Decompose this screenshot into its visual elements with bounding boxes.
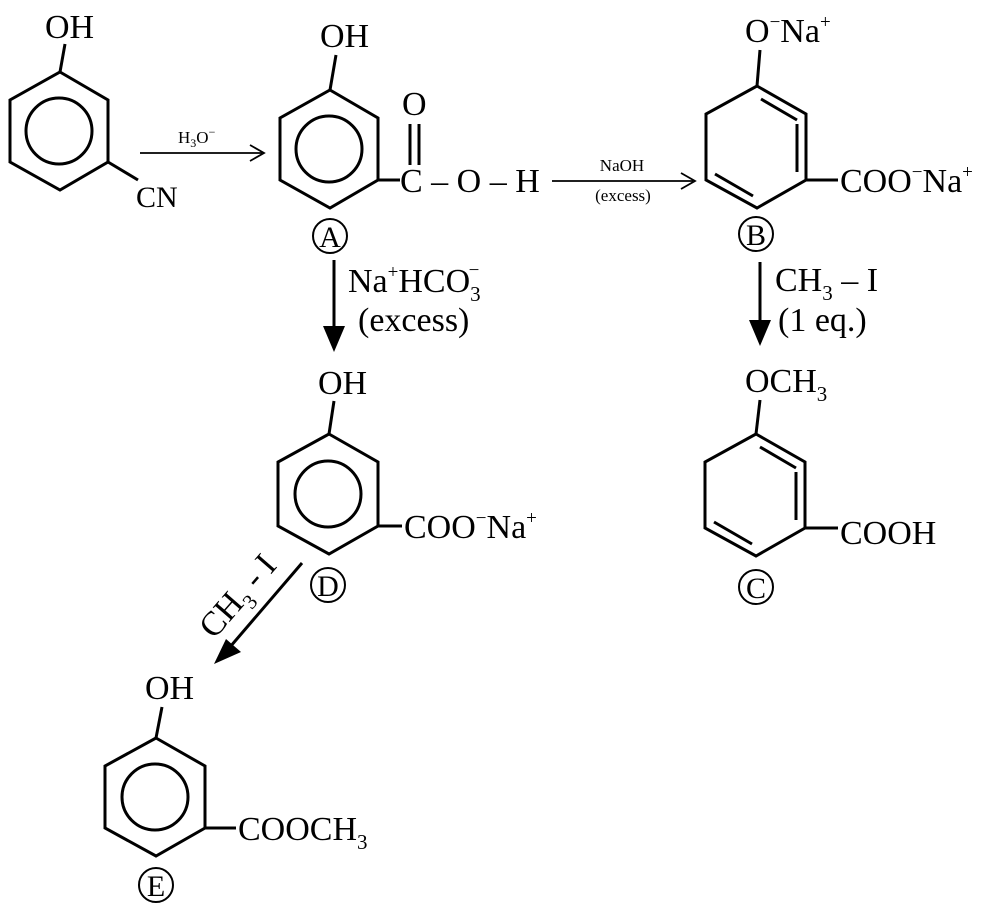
b-carboxylate: COO−Na+ xyxy=(840,162,973,200)
step3-arrow-group: Na+HCO3− (excess) xyxy=(323,260,481,352)
e-label-circle xyxy=(138,867,174,903)
start-cn-bond xyxy=(107,160,139,182)
compound-c: OCH3 COOH C xyxy=(703,363,936,605)
start-cn-label: CN xyxy=(136,181,178,214)
step3-reagent: Na+HCO3− xyxy=(348,260,481,306)
step1-arrow-group: H3O− xyxy=(140,125,266,162)
b-phenoxide: O−Na+ xyxy=(745,12,831,50)
c-label: C xyxy=(746,572,766,605)
e-ester: COOCH3 xyxy=(238,811,368,854)
step4-condition: (1 eq.) xyxy=(778,302,867,339)
step1-reagent: H3O− xyxy=(178,125,216,150)
b-label-circle xyxy=(738,216,774,252)
d-carboxylate: COO−Na+ xyxy=(404,508,537,546)
step3-condition: (excess) xyxy=(358,302,469,339)
b-double-bond-1 xyxy=(760,97,798,122)
starting-material: OH CN xyxy=(8,9,178,214)
step2-reagent: NaOH xyxy=(600,156,644,175)
a-acid-chain: C – O – H xyxy=(400,163,540,200)
e-oh-bond xyxy=(154,706,164,739)
e-hydroxyl-label: OH xyxy=(145,670,194,707)
compound-a: OH O C – O – H A xyxy=(278,18,540,254)
a-benzene-ring xyxy=(278,88,380,210)
c-double-bond-3 xyxy=(713,520,753,546)
c-double-bond-1 xyxy=(759,445,797,470)
e-label: E xyxy=(147,870,165,903)
step4-reagent: CH3 – I xyxy=(775,262,878,305)
b-o-bond xyxy=(755,49,762,87)
c-o-bond xyxy=(754,399,762,435)
c-acid: COOH xyxy=(840,515,936,552)
c-methoxy: OCH3 xyxy=(745,363,827,406)
start-oh-bond xyxy=(58,43,67,73)
step5-arrow-group: CH3 - I xyxy=(192,547,304,664)
step4-arrow-group: CH3 – I (1 eq.) xyxy=(749,262,878,346)
compound-e: OH COOCH3 E xyxy=(103,670,368,903)
b-benzene-ring xyxy=(704,84,808,210)
step5-arrow-head xyxy=(214,639,241,664)
c-label-circle xyxy=(738,569,774,605)
start-aromatic-circle xyxy=(24,96,94,166)
a-label: A xyxy=(319,221,341,254)
step3-arrow-head xyxy=(323,326,345,352)
step4-arrow-head xyxy=(749,320,771,346)
b-label: B xyxy=(746,219,766,252)
start-benzene-ring xyxy=(8,70,110,192)
a-carbonyl-o: O xyxy=(402,86,427,123)
compound-d: OH COO−Na+ D xyxy=(276,365,537,603)
step1-arrow-head xyxy=(249,144,266,162)
d-hydroxyl-label: OH xyxy=(318,365,367,402)
d-aromatic-circle xyxy=(293,459,363,529)
a-label-circle xyxy=(312,218,348,254)
b-double-bond-3 xyxy=(714,172,754,198)
step2-condition: (excess) xyxy=(595,186,651,205)
step2-arrow-group: NaOH (excess) xyxy=(552,156,697,205)
d-label: D xyxy=(317,570,339,603)
a-oh-bond xyxy=(328,54,338,91)
start-hydroxyl-label: OH xyxy=(45,9,94,46)
a-aromatic-circle xyxy=(294,114,364,184)
d-label-circle xyxy=(310,567,346,603)
d-oh-bond xyxy=(327,400,336,435)
e-aromatic-circle xyxy=(120,762,190,832)
step5-arrow xyxy=(228,562,304,648)
compound-b: O−Na+ COO−Na+ B xyxy=(704,12,973,252)
c-benzene-ring xyxy=(703,432,807,558)
a-hydroxyl-label: OH xyxy=(320,18,369,55)
d-benzene-ring xyxy=(276,432,380,556)
step2-arrow-head xyxy=(680,172,697,190)
e-benzene-ring xyxy=(103,736,207,858)
